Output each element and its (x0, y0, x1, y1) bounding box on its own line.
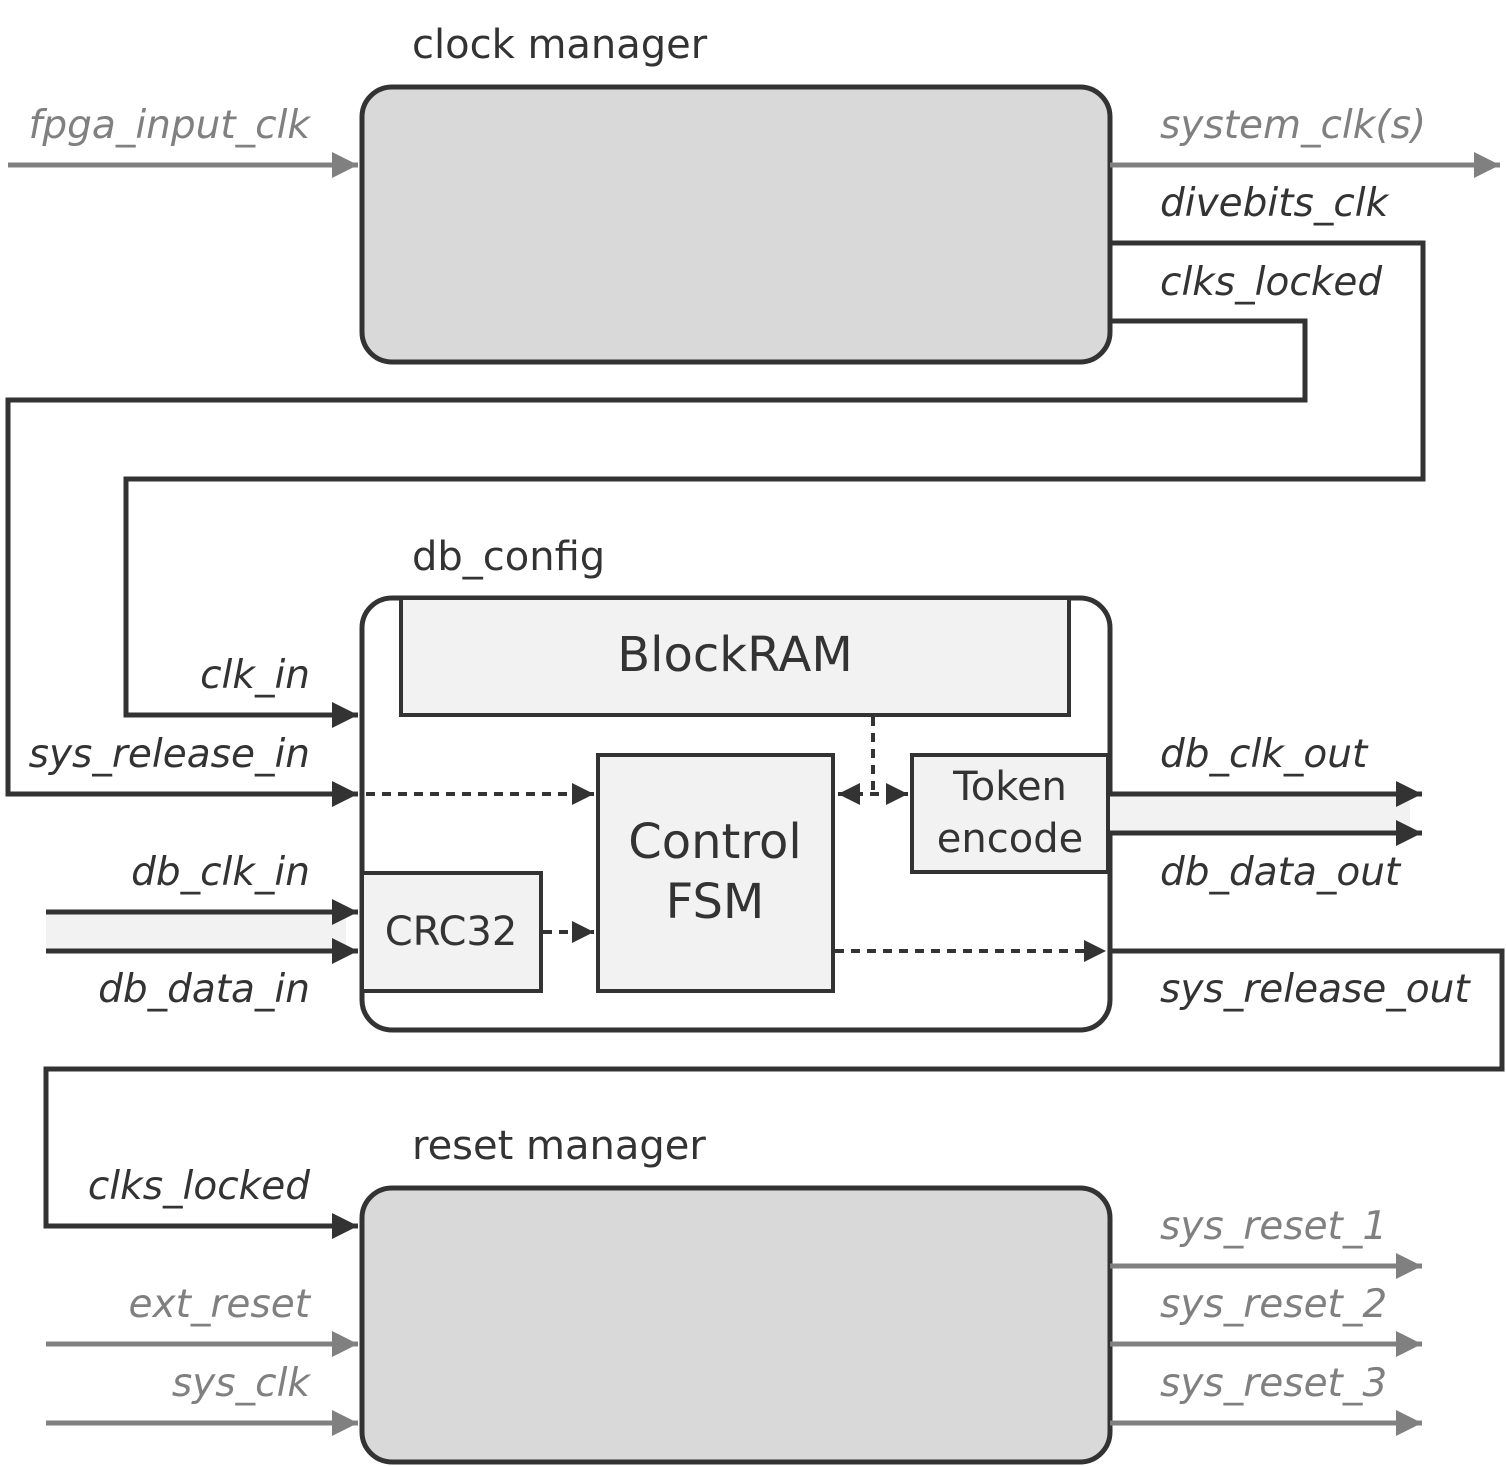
db-data-out-label: db_data_out (1160, 850, 1402, 895)
crc32-label: CRC32 (385, 909, 518, 955)
db-clk-out-label: db_clk_out (1160, 732, 1369, 777)
sys-reset-3-label: sys_reset_3 (1160, 1361, 1387, 1406)
sys-release-out-wire (43, 948, 1505, 1239)
db-config: db_config BlockRAM Control FSM Token enc… (359, 534, 1113, 1033)
sys-release-in-label: sys_release_in (29, 732, 310, 777)
reset-manager-box (359, 1185, 1113, 1465)
system-clk-label: system_clk(s) (1160, 103, 1426, 148)
clock-manager-title: clock manager (412, 22, 708, 68)
control-fsm-label-2: FSM (666, 874, 765, 930)
reset-manager: reset manager (359, 1123, 1113, 1465)
control-fsm-block (596, 753, 835, 993)
clks-locked-wire (5, 318, 1308, 807)
db-clk-in-label: db_clk_in (131, 850, 310, 895)
divebits-clk-label: divebits_clk (1160, 181, 1390, 226)
token-encode-label-1: Token (952, 764, 1067, 810)
blockram-label: BlockRAM (617, 627, 852, 683)
control-fsm-label-1: Control (628, 814, 802, 870)
db-in-bus-band (46, 912, 346, 951)
token-encode-label-2: encode (937, 816, 1083, 862)
sys-reset-1-label: sys_reset_1 (1160, 1204, 1387, 1249)
crc32-block (360, 871, 543, 993)
db-out-bus-band (1110, 794, 1410, 833)
db-data-in-label: db_data_in (98, 967, 310, 1012)
token-encode-block (910, 753, 1110, 874)
fpga-input-clk-label: fpga_input_clk (29, 103, 312, 148)
clks-locked-out-label: clks_locked (1160, 260, 1382, 305)
sys-release-out-label: sys_release_out (1160, 967, 1471, 1012)
reset-manager-title: reset manager (412, 1123, 706, 1169)
clock-manager-box (359, 84, 1113, 365)
reset-clks-locked-label: clks_locked (88, 1164, 310, 1209)
ext-reset-label: ext_reset (129, 1282, 312, 1327)
sys-reset-2-label: sys_reset_2 (1160, 1282, 1387, 1327)
blockram-block (399, 596, 1071, 717)
clk-in-label: clk_in (200, 653, 310, 698)
sys-clk-label: sys_clk (172, 1361, 311, 1406)
db-config-title: db_config (412, 534, 605, 580)
divebits-clk-wire (123, 240, 1426, 728)
clock-manager: clock manager (359, 22, 1113, 365)
